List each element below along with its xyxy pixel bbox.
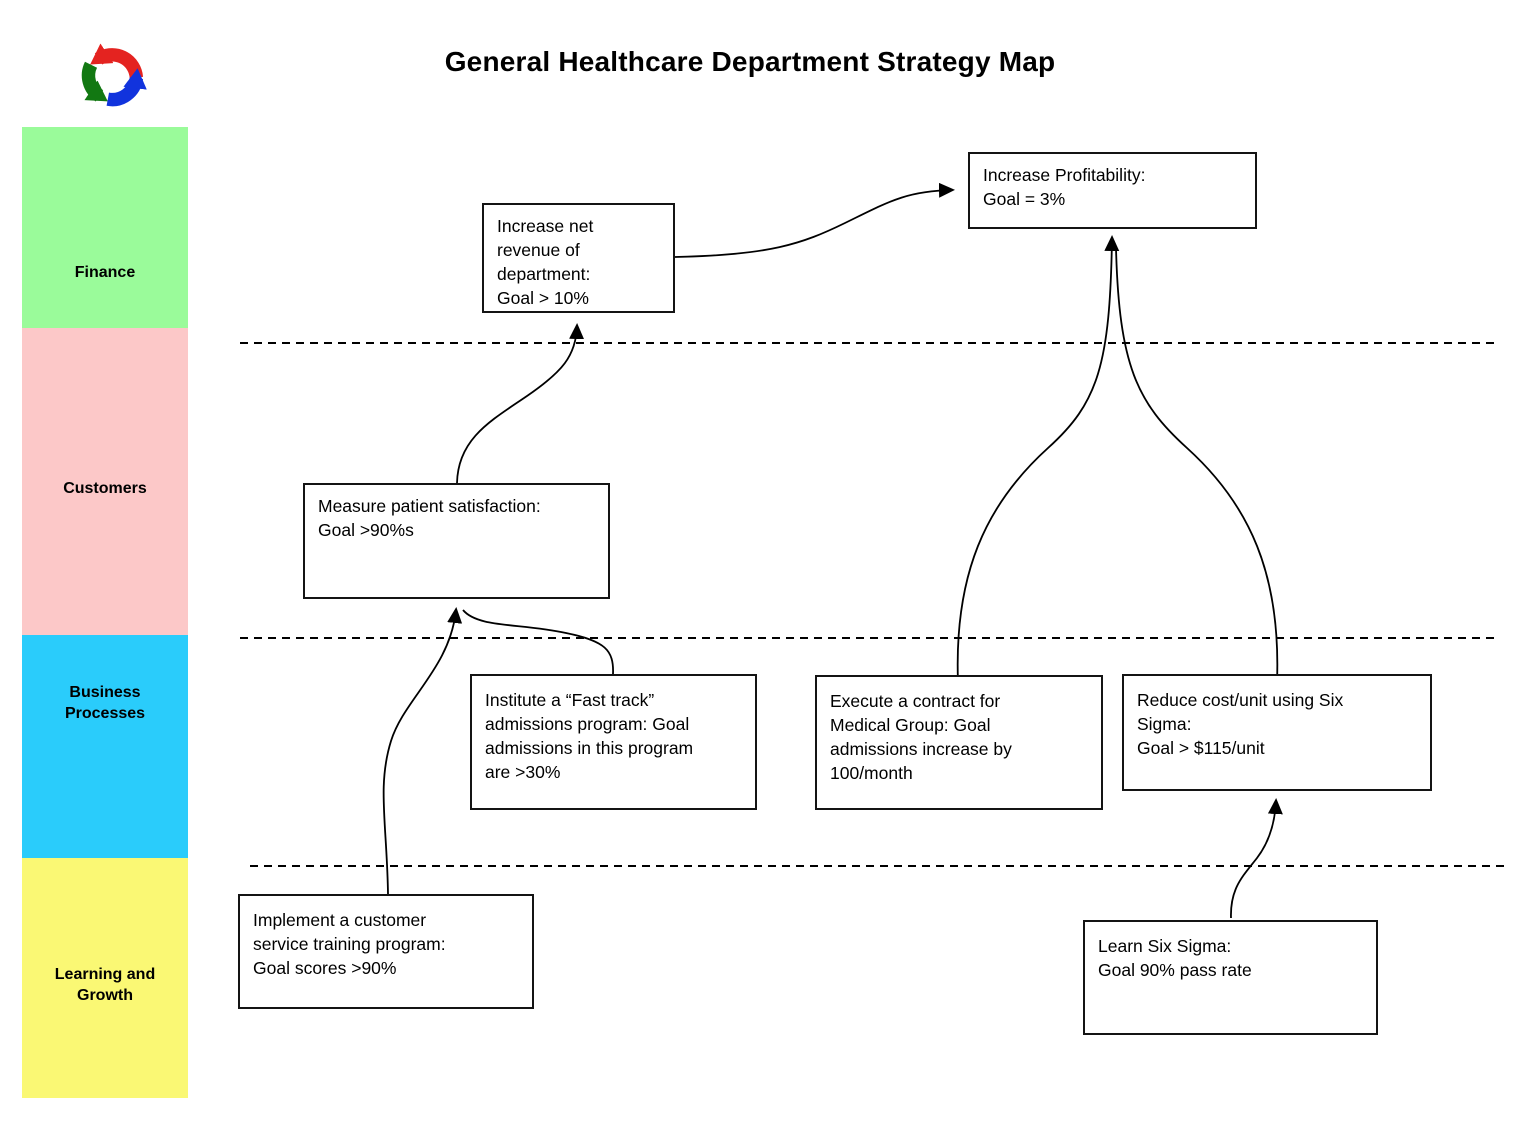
node-increase-profitability: Increase Profitability: Goal = 3% bbox=[968, 152, 1257, 229]
band-learning-growth: Learning and Growth bbox=[22, 858, 188, 1098]
edge-contract-to-profitability bbox=[956, 235, 1120, 683]
cycle-arrows-logo-icon bbox=[81, 43, 147, 107]
node-learn-six-sigma: Learn Six Sigma: Goal 90% pass rate bbox=[1083, 920, 1378, 1035]
band-customers-label: Customers bbox=[63, 480, 147, 497]
page-title: General Healthcare Department Strategy M… bbox=[444, 46, 1056, 77]
node-institute-fast-track: Institute a “Fast track” admissions prog… bbox=[470, 674, 757, 810]
band-finance-label: Finance bbox=[74, 264, 136, 281]
node-implement-training: Implement a customer service training pr… bbox=[238, 894, 534, 1009]
edge-fasttrack-to-satisfaction bbox=[462, 609, 614, 675]
node-execute-contract: Execute a contract for Medical Group: Go… bbox=[815, 675, 1103, 810]
band-finance: Finance bbox=[22, 127, 188, 328]
edge-satisfaction-to-revenue bbox=[456, 323, 585, 484]
edge-reducecost-to-profitability bbox=[1115, 247, 1279, 683]
edge-revenue-to-profitability bbox=[674, 182, 955, 258]
node-reduce-cost-unit: Reduce cost/unit using Six Sigma: Goal >… bbox=[1122, 674, 1432, 791]
band-learning-growth-label: Learning and Growth bbox=[54, 966, 156, 1004]
node-increase-net-revenue: Increase net revenue of department: Goal… bbox=[482, 203, 675, 313]
edge-training-to-satisfaction bbox=[382, 607, 463, 895]
edge-sixsigma-to-reducecost bbox=[1230, 798, 1283, 919]
band-business-processes-label: Business Processes bbox=[64, 684, 146, 722]
band-business-processes: Business Processes bbox=[22, 635, 188, 858]
node-measure-patient-satisfaction: Measure patient satisfaction: Goal >90%s bbox=[303, 483, 610, 599]
band-customers: Customers bbox=[22, 328, 188, 635]
